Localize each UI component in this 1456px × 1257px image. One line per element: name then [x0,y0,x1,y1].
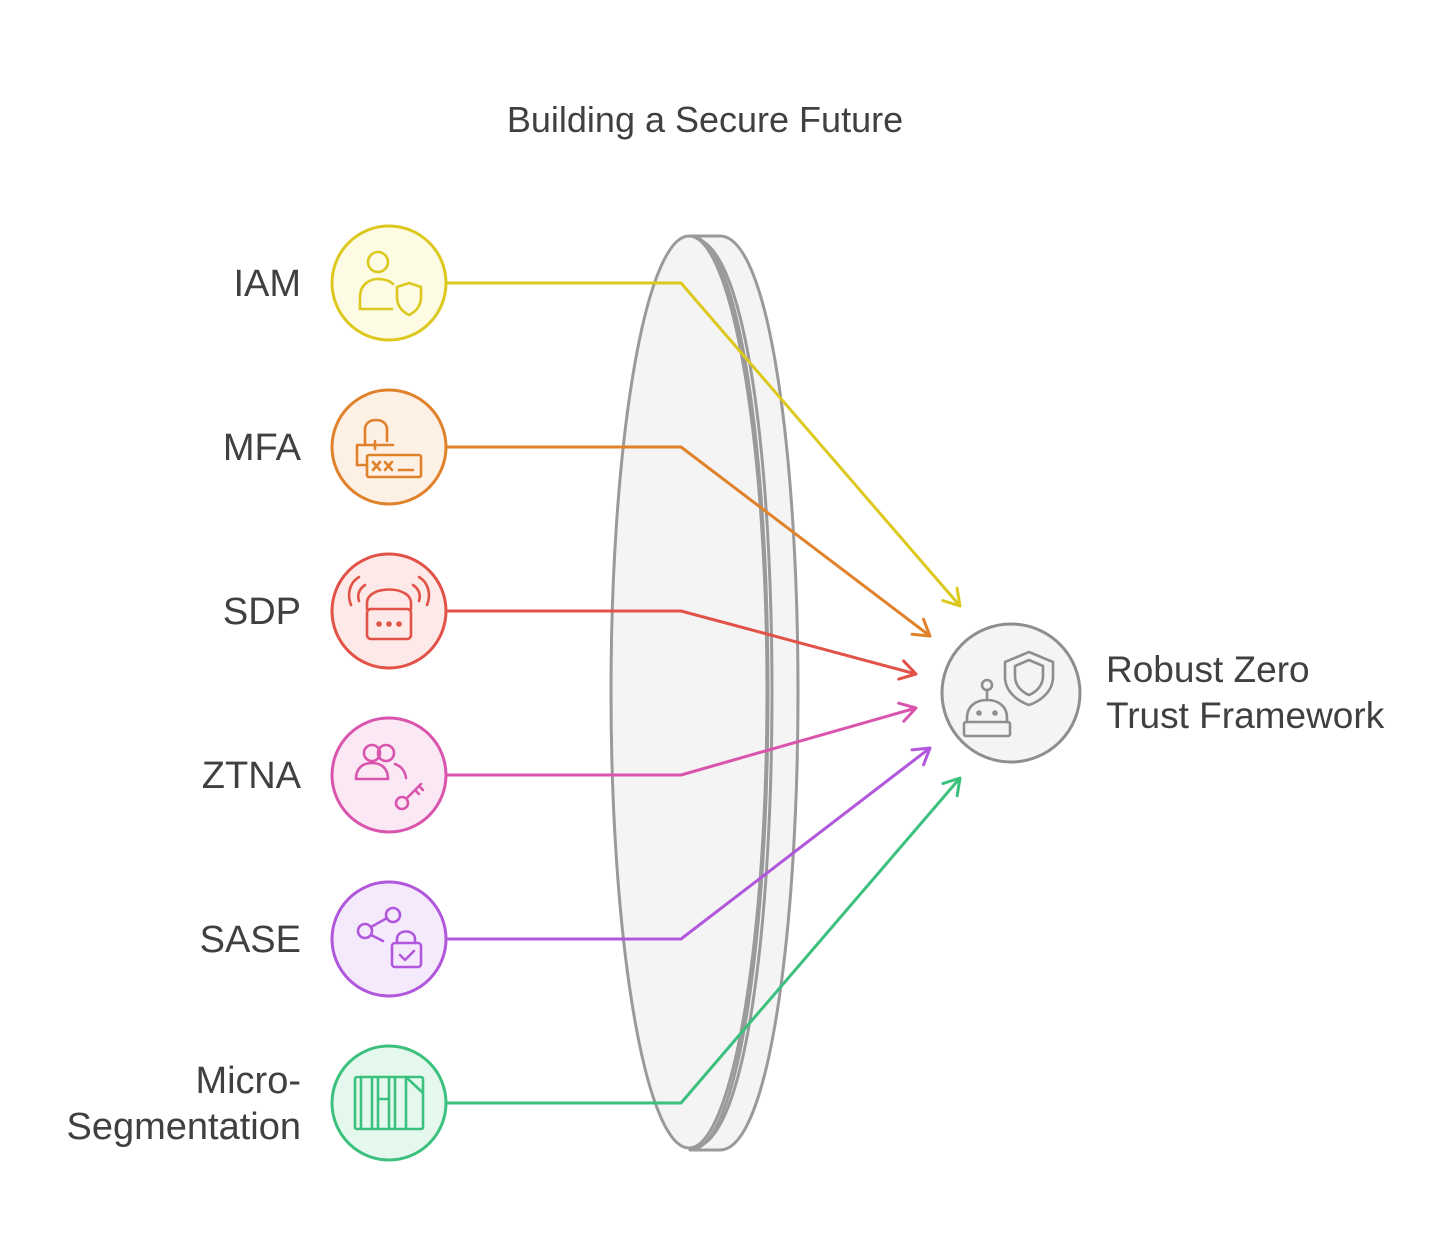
segments-icon [353,1075,425,1131]
connector-line [446,746,931,941]
share-lock-icon [356,906,423,969]
item-label: Segmentation [67,1106,302,1148]
lens-front-disc [609,234,769,1150]
item-label: Micro- [195,1060,301,1102]
item-label: SASE [200,919,301,961]
arrowhead [910,617,932,638]
connector-line [446,777,962,1105]
lens-shape [609,234,800,1152]
connector-microsegmentation [446,776,962,1105]
item-node: Micro-Segmentation [67,1044,448,1162]
robot-shield-icon [962,650,1055,738]
item-node: SASE [200,880,448,998]
item-circle [330,224,448,342]
connector-ztna [446,701,918,777]
target-label: Trust Framework [1106,695,1385,736]
lens-rim-line [699,238,774,1148]
connector-mfa [446,445,932,638]
item-label: SDP [223,591,301,633]
connector-iam [446,281,962,608]
lock-password-icon [355,418,423,479]
item-node: IAM [233,224,448,342]
item-node: MFA [223,388,448,506]
connector-sdp [446,609,918,681]
item-circle [330,388,448,506]
user-shield-icon [358,250,423,317]
item-label: ZTNA [202,755,302,797]
item-node: ZTNA [202,716,448,834]
connector-line [446,281,962,607]
item-circle [330,880,448,998]
arrowhead [897,659,918,681]
arrowhead [910,746,932,767]
connector-sase [446,746,932,941]
input-items: IAM MFA SDP ZTNA SASE Micro-Segmentation [67,224,448,1162]
target-label: Robust Zero [1106,649,1310,690]
item-label: IAM [233,263,301,305]
item-circle [330,552,448,670]
item-circle [330,716,448,834]
users-key-icon [354,743,425,811]
arrowhead [941,586,962,608]
diagram-title: Building a Secure Future [507,99,903,140]
item-label: MFA [223,427,302,469]
connector-line [446,609,917,676]
connector-line [446,445,931,638]
wireless-lock-icon [347,575,431,641]
connector-line [446,706,917,777]
arrowhead [897,701,918,723]
item-node: SDP [223,552,448,670]
connector-lines [446,281,962,1105]
arrowhead [941,776,962,798]
lens-back-disc [688,234,800,1152]
